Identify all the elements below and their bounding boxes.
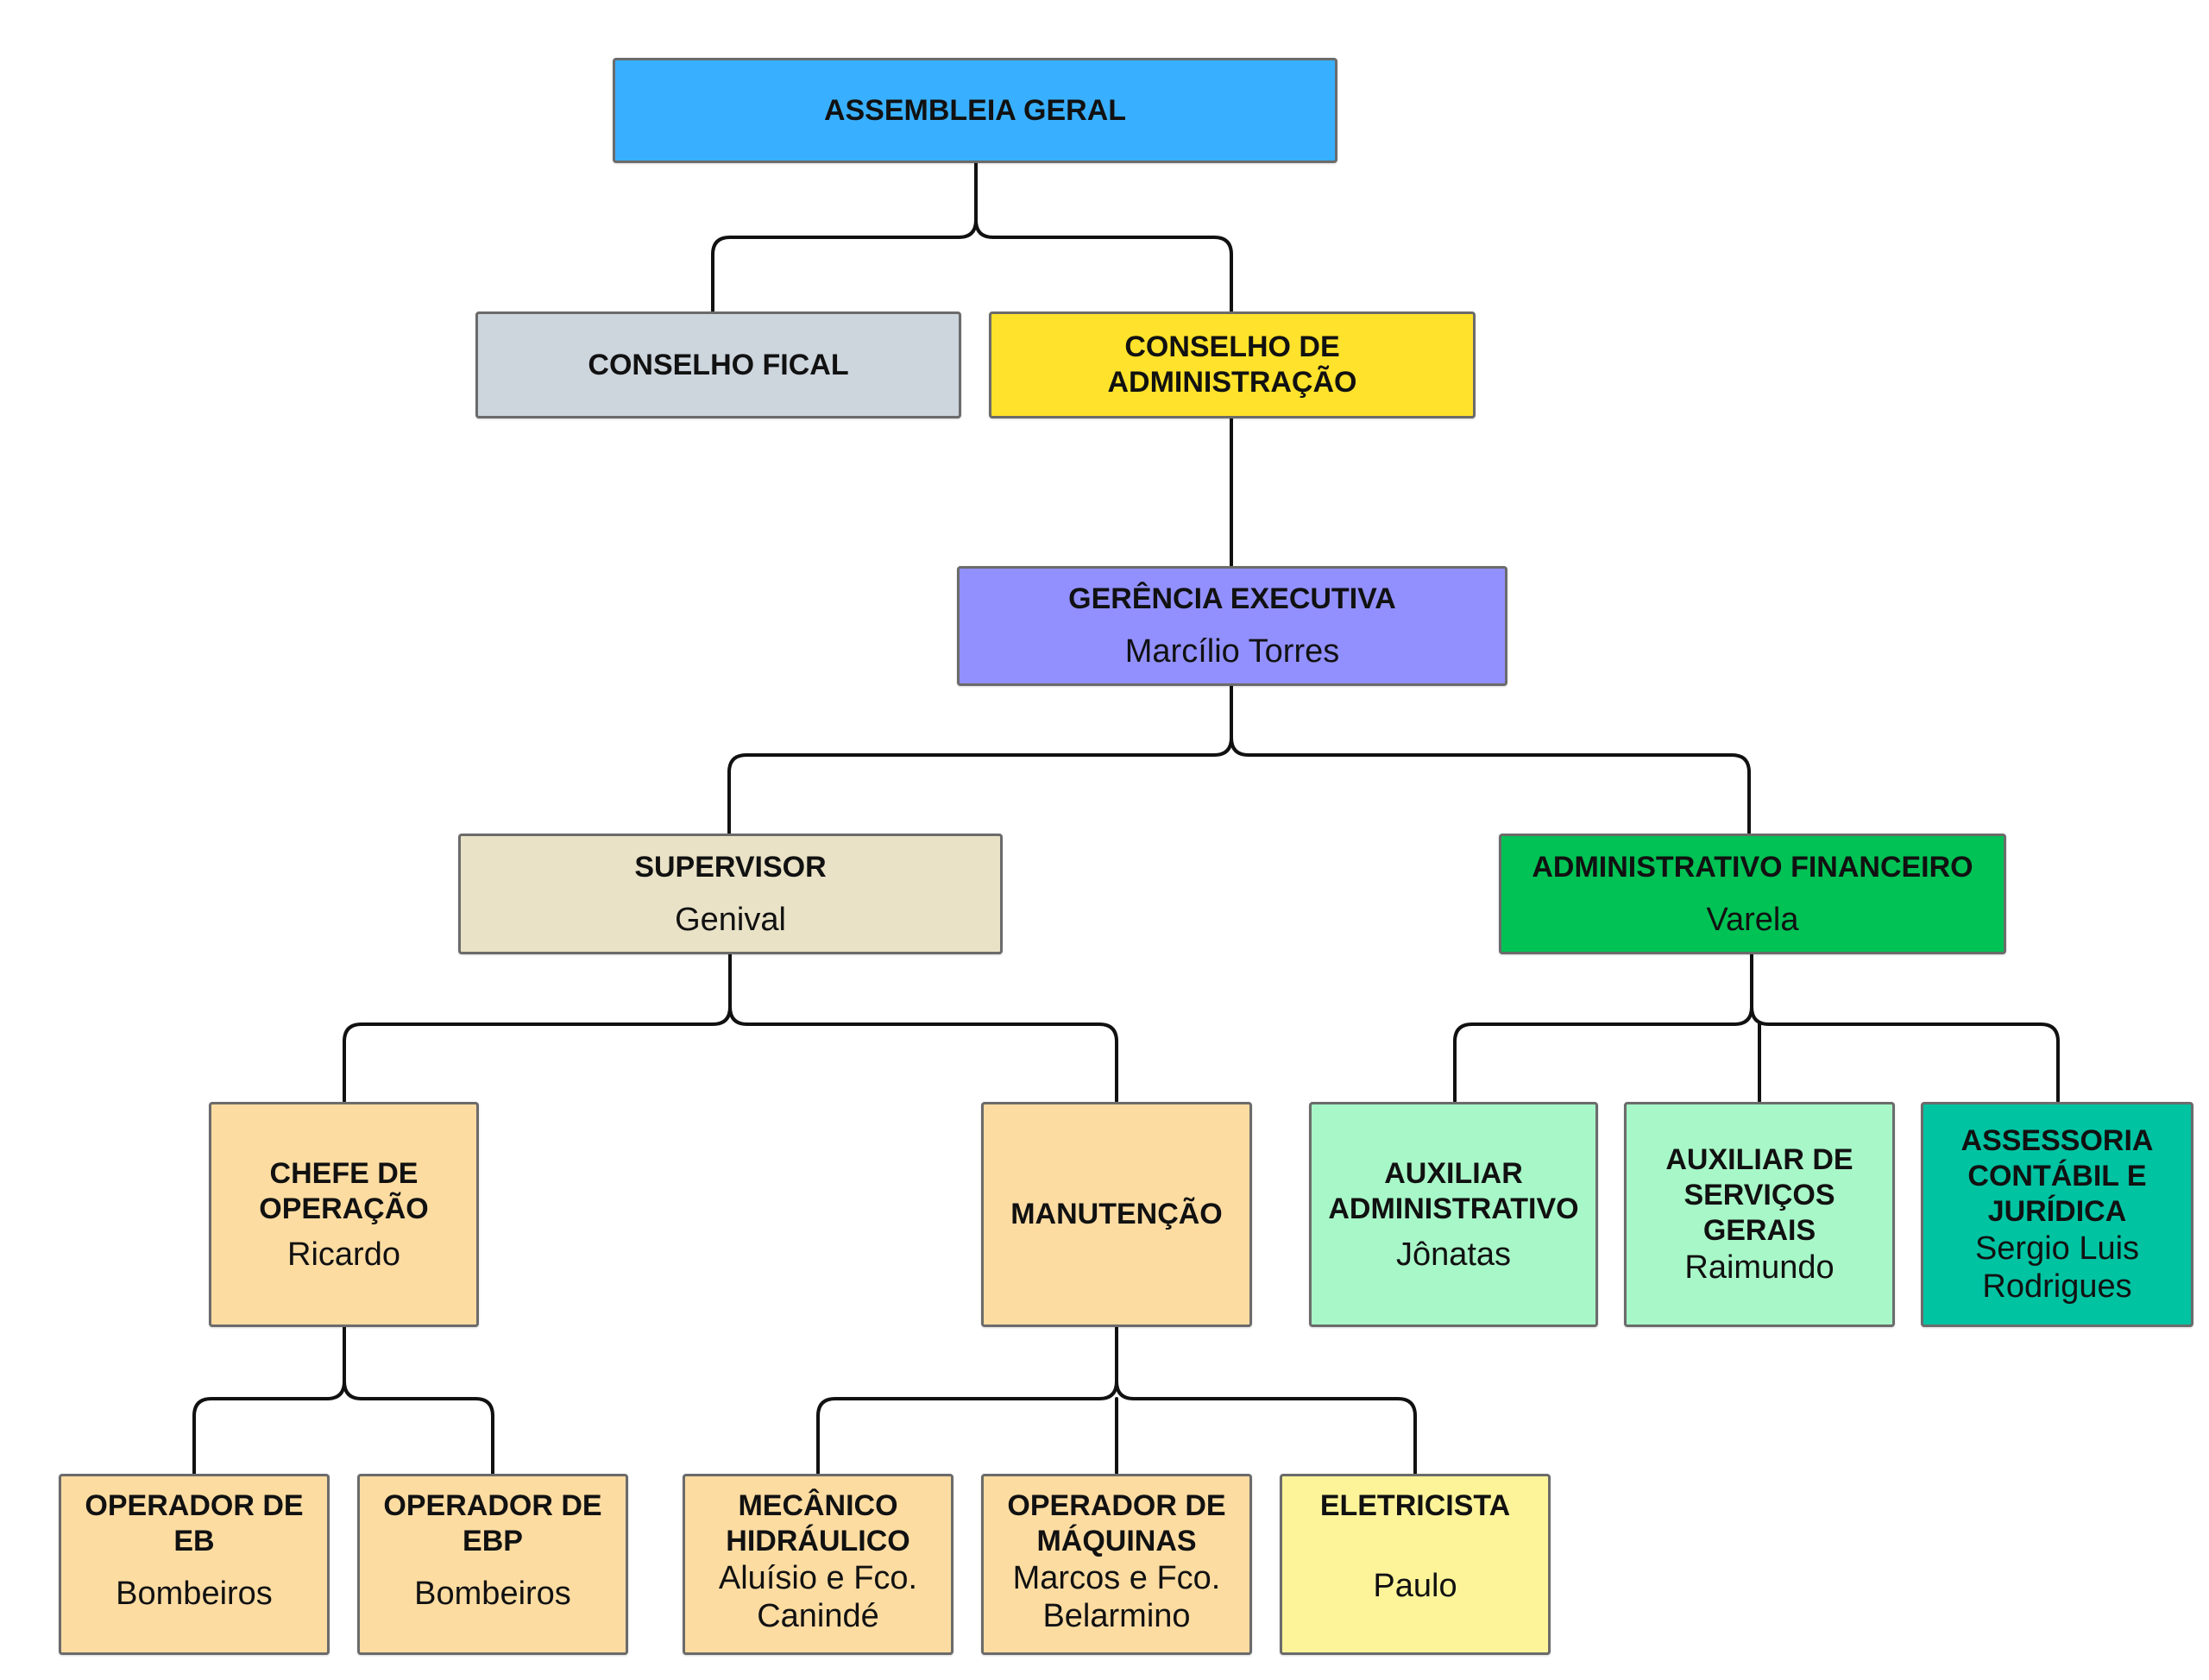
node-auxiliar-servicos-gerais: AUXILIAR DE SERVIÇOS GERAIS Raimundo [1624, 1102, 1895, 1327]
node-title: CONSELHO DE ADMINISTRAÇÃO [1107, 330, 1357, 399]
node-title: ASSEMBLEIA GERAL [823, 93, 1127, 127]
node-title: AUXILIAR DE SERVIÇOS GERAIS [1665, 1143, 1853, 1247]
node-chefe-operacao: CHEFE DE OPERAÇÃO Ricardo [209, 1102, 479, 1327]
node-title: CHEFE DE OPERAÇÃO [259, 1156, 429, 1225]
connector-financeiro-apoio [1453, 950, 2060, 1103]
node-title: SUPERVISOR [634, 850, 827, 884]
node-operador-ebp: OPERADOR DE EBP Bombeiros [357, 1474, 628, 1655]
node-title: MANUTENÇÃO [1010, 1198, 1223, 1230]
node-person: Genival [675, 901, 786, 938]
node-person: Bombeiros [116, 1576, 273, 1612]
connector-manutencao-tecnicos [816, 1324, 1417, 1475]
connector-supervisor-areas [343, 950, 1118, 1103]
node-supervisor: SUPERVISOR Genival [458, 834, 1003, 954]
node-person: Marcílio Torres [1124, 633, 1340, 670]
node-person: Aluísio e Fco. Canindé [718, 1560, 918, 1634]
node-person: Sergio Luis Rodrigues [1974, 1230, 2140, 1305]
node-assembleia-geral: ASSEMBLEIA GERAL [613, 58, 1337, 163]
node-manutencao: MANUTENÇÃO [981, 1102, 1252, 1327]
node-title: OPERADOR DE EBP [383, 1489, 602, 1557]
node-person: Varela [1706, 901, 1799, 938]
node-person: Raimundo [1684, 1249, 1835, 1286]
node-operador-eb: OPERADOR DE EB Bombeiros [59, 1474, 330, 1655]
node-conselho-fiscal: CONSELHO FICAL [475, 311, 961, 418]
node-person: Paulo [1373, 1568, 1457, 1604]
node-title: AUXILIAR ADMINISTRATIVO [1328, 1156, 1579, 1225]
connector-assembleia-conselhos [711, 160, 1233, 312]
node-person: Bombeiros [414, 1576, 571, 1612]
node-title: OPERADOR DE MÁQUINAS [1007, 1489, 1226, 1557]
connector-chefe-operadores [192, 1324, 494, 1475]
node-mecanico-hidraulico: MECÂNICO HIDRÁULICO Aluísio e Fco. Canin… [683, 1474, 953, 1655]
node-title: ADMINISTRATIVO FINANCEIRO [1532, 850, 1973, 884]
node-person: Jônatas [1395, 1236, 1512, 1273]
node-title: CONSELHO FICAL [588, 348, 849, 381]
node-administrativo-financeiro: ADMINISTRATIVO FINANCEIRO Varela [1499, 834, 2006, 954]
node-title: GERÊNCIA EXECUTIVA [1068, 582, 1396, 615]
node-title: ASSESSORIA CONTÁBIL E JURÍDICA [1960, 1124, 2154, 1228]
node-operador-maquinas: OPERADOR DE MÁQUINAS Marcos e Fco. Belar… [981, 1474, 1252, 1655]
node-title: MECÂNICO HIDRÁULICO [726, 1489, 910, 1557]
node-title: OPERADOR DE EB [85, 1489, 304, 1557]
node-person: Marcos e Fco. Belarmino [1012, 1560, 1221, 1634]
connector-gerencia-areas [727, 682, 1751, 834]
node-person: Ricardo [287, 1236, 400, 1273]
node-auxiliar-administrativo: AUXILIAR ADMINISTRATIVO Jônatas [1309, 1102, 1598, 1327]
node-conselho-administracao: CONSELHO DE ADMINISTRAÇÃO [989, 311, 1476, 418]
connectors-group [192, 160, 2060, 1475]
node-title: ELETRICISTA [1319, 1489, 1511, 1522]
node-gerencia-executiva: GERÊNCIA EXECUTIVA Marcílio Torres [957, 566, 1507, 686]
node-assessoria-contabil-juridica: ASSESSORIA CONTÁBIL E JURÍDICA Sergio Lu… [1921, 1102, 2193, 1327]
node-eletricista: ELETRICISTA Paulo [1280, 1474, 1551, 1655]
